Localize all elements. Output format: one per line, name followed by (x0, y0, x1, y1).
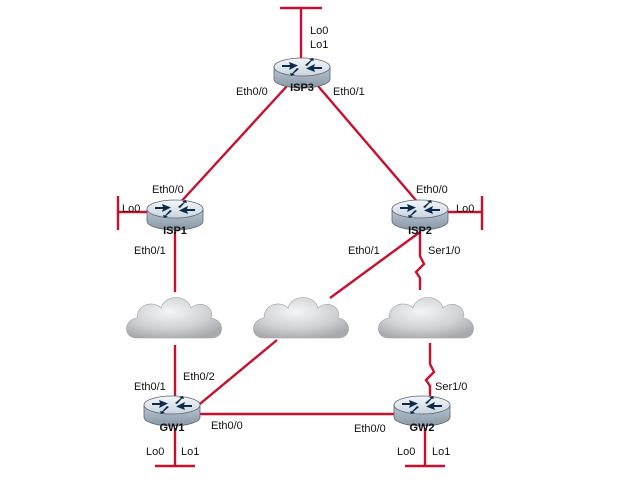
interface-label-isp2-ser10: Ser1/0 (428, 245, 460, 257)
link-isp3-isp1 (177, 85, 288, 206)
cloud-icon (378, 297, 474, 339)
router-gw2[interactable]: GW2 (393, 395, 451, 434)
loopback-label-gw2-lo1: Lo1 (432, 446, 450, 458)
cloud-icon (253, 297, 349, 339)
router-isp1[interactable]: ISP1 (146, 199, 204, 237)
links (116, 6, 484, 468)
router-label-isp1: ISP1 (163, 225, 187, 237)
interface-label-isp3-eth01: Eth0/1 (333, 86, 365, 98)
router-label-isp3: ISP3 (290, 82, 314, 94)
router-label-gw2: GW2 (409, 422, 434, 434)
interface-label-isp1-eth00: Eth0/0 (152, 184, 184, 196)
loopback-label-isp1-lo0: Lo0 (122, 203, 140, 215)
interface-label-gw2-eth00: Eth0/0 (354, 423, 386, 435)
interface-label-gw1-eth01: Eth0/1 (134, 381, 166, 393)
interface-label-isp3-eth00: Eth0/0 (236, 86, 268, 98)
loopback-label-gw2-lo0: Lo0 (397, 446, 415, 458)
interface-label-isp2-eth00: Eth0/0 (416, 184, 448, 196)
loopback-label-isp3-lo0: Lo0 (310, 25, 328, 37)
cloud-icon (126, 297, 222, 339)
router-isp3[interactable]: ISP3 (273, 57, 331, 94)
interface-label-isp2-eth01: Eth0/1 (348, 245, 380, 257)
link-cloud2-gw1 (194, 339, 278, 409)
interface-label-gw1-eth02: Eth0/2 (183, 371, 215, 383)
router-label-gw1: GW1 (159, 422, 184, 434)
router-label-isp2: ISP2 (408, 225, 432, 237)
interface-label-isp1-eth01: Eth0/1 (134, 245, 166, 257)
loopback-label-isp2-lo0: Lo0 (456, 203, 474, 215)
router-gw1[interactable]: GW1 (143, 395, 201, 434)
link-isp2-serial (414, 232, 426, 290)
link-isp2-cloud2 (329, 231, 421, 299)
interface-label-gw2-ser10: Ser1/0 (435, 381, 467, 393)
loopback-label-gw1-lo1: Lo1 (181, 446, 199, 458)
router-isp2[interactable]: ISP2 (391, 199, 449, 237)
link-isp3-isp2 (317, 85, 421, 206)
interface-label-gw1-eth00: Eth0/0 (211, 420, 243, 432)
link-gw2-serial (424, 343, 436, 398)
loopback-label-gw1-lo0: Lo0 (146, 446, 164, 458)
loopback-label-isp3-lo1: Lo1 (310, 39, 328, 51)
